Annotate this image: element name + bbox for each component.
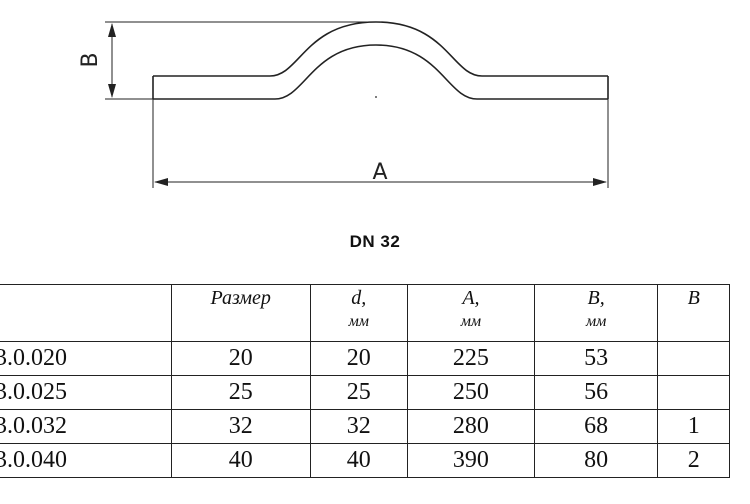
- cell-extra: [657, 375, 730, 410]
- header-a-unit: мм: [460, 313, 482, 330]
- table-row: 93.0.040 40 40 390 80 2: [0, 443, 730, 478]
- pipe-crossover-drawing: B A: [78, 21, 609, 188]
- header-b-unit: мм: [585, 313, 607, 330]
- header-extra: В: [657, 284, 730, 342]
- cell-size: 32: [170, 409, 311, 444]
- cell-extra: 2: [657, 443, 730, 478]
- cell-size: 20: [170, 341, 311, 376]
- pipe-outer-edge: [153, 21, 608, 77]
- cell-a: 250: [406, 375, 535, 410]
- header-extra-label: В: [687, 287, 700, 309]
- spec-table: ул Размер d, мм A, мм B, мм В 93.0.02: [0, 284, 730, 478]
- table-row: 93.0.025 25 25 250 56: [0, 375, 730, 410]
- dim-b-label: B: [78, 52, 103, 67]
- cell-b: 68: [533, 409, 659, 444]
- cell-size: 25: [170, 375, 311, 410]
- section-heading: DN 32: [349, 232, 401, 251]
- cell-d: 40: [309, 443, 408, 478]
- header-d-label: d,: [351, 287, 367, 309]
- table-row: 93.0.032 32 32 280 68 1: [0, 409, 730, 444]
- cell-d: 32: [309, 409, 408, 444]
- header-a: A, мм: [406, 284, 535, 342]
- header-article: ул: [0, 284, 172, 342]
- cell-article: 93.0.040: [0, 443, 172, 478]
- header-size-label: Размер: [210, 287, 271, 309]
- cell-size: 40: [170, 443, 311, 478]
- cell-a: 280: [406, 409, 535, 444]
- cell-article: 93.0.020: [0, 341, 172, 376]
- cell-a: 390: [406, 443, 535, 478]
- cell-extra: 1: [657, 409, 730, 444]
- header-b-label: B,: [587, 287, 605, 309]
- header-size: Размер: [170, 284, 311, 342]
- cell-a: 225: [406, 341, 535, 376]
- cell-b: 53: [533, 341, 659, 376]
- cell-b: 56: [533, 375, 659, 410]
- pipe-inner-edge: [153, 44, 608, 100]
- dim-a-label: A: [372, 160, 387, 185]
- cell-article: 93.0.032: [0, 409, 172, 444]
- table-header-row: ул Размер d, мм A, мм B, мм В: [0, 284, 730, 342]
- cell-extra: [657, 341, 730, 376]
- cell-b: 80: [533, 443, 659, 478]
- header-a-label: A,: [462, 287, 480, 309]
- header-d-unit: мм: [348, 313, 369, 330]
- cell-d: 25: [309, 375, 408, 410]
- header-b: B, мм: [533, 284, 659, 342]
- center-mark: [375, 96, 377, 98]
- header-d: d, мм: [309, 284, 408, 342]
- table-row: 93.0.020 20 20 225 53: [0, 341, 730, 376]
- cell-d: 20: [309, 341, 408, 376]
- cell-article: 93.0.025: [0, 375, 172, 410]
